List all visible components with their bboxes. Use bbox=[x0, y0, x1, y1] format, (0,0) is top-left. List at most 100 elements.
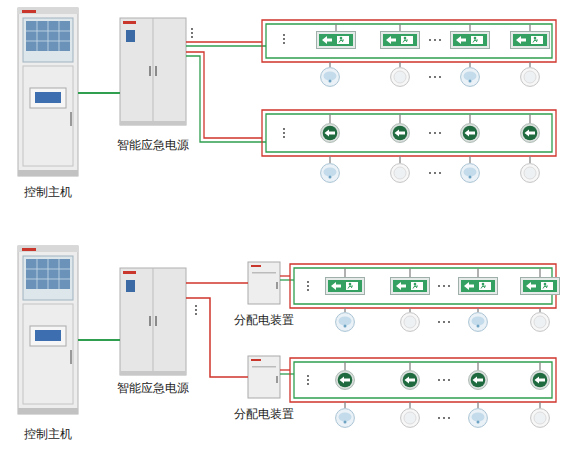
green-wire-loop bbox=[294, 362, 552, 398]
box-handle bbox=[276, 376, 278, 383]
continuation-dots bbox=[191, 28, 450, 419]
ceiling-light bbox=[321, 68, 340, 87]
node-label: 分配电装置 bbox=[234, 313, 294, 328]
red-wire-loop bbox=[290, 264, 556, 308]
ceiling-light bbox=[531, 409, 550, 428]
ceiling-light bbox=[469, 313, 488, 332]
monitor-screen bbox=[26, 21, 70, 51]
power-cabinet-drawing bbox=[120, 18, 186, 125]
red-wire bbox=[280, 369, 290, 370]
ceiling-light bbox=[521, 68, 540, 87]
red-wire-loop bbox=[262, 20, 556, 62]
caption-holder: 控制主机 bbox=[24, 427, 72, 442]
ceiling-light bbox=[391, 68, 410, 87]
cabinet-badge bbox=[22, 10, 36, 13]
dot bbox=[448, 417, 450, 419]
cabinet-base bbox=[18, 170, 78, 176]
dot bbox=[307, 281, 309, 283]
cable-connector bbox=[78, 339, 120, 341]
dot bbox=[443, 285, 445, 287]
red-wire bbox=[186, 41, 262, 42]
exit-sign bbox=[317, 32, 356, 49]
dot bbox=[438, 285, 440, 287]
dot bbox=[283, 34, 285, 36]
cabinet-base bbox=[120, 121, 186, 125]
control-cabinet: 控制主机 bbox=[18, 246, 78, 414]
door-handle bbox=[155, 66, 157, 76]
display-unit bbox=[30, 326, 66, 346]
display-unit bbox=[30, 88, 66, 108]
caption-holder: 智能应急电源 bbox=[117, 138, 189, 153]
dot bbox=[307, 375, 309, 377]
dot bbox=[307, 379, 309, 381]
floor-marker-light bbox=[336, 371, 355, 390]
caption-holder: 分配电装置 bbox=[234, 407, 294, 422]
floor-marker-light bbox=[391, 124, 410, 143]
dot bbox=[443, 321, 445, 323]
power-cabinet: 智能应急电源 bbox=[120, 268, 186, 375]
drop-wire bbox=[336, 24, 530, 31]
door-handle bbox=[70, 112, 72, 126]
control-cabinet: 控制主机 bbox=[18, 8, 78, 176]
dot bbox=[439, 132, 441, 134]
green-wire bbox=[280, 373, 294, 374]
dot bbox=[448, 379, 450, 381]
dot bbox=[283, 38, 285, 40]
green-wire bbox=[186, 56, 266, 142]
control-cabinet-drawing bbox=[18, 8, 78, 176]
power-cabinet-drawing bbox=[120, 268, 186, 375]
door-handle bbox=[70, 350, 72, 364]
cabinet-body bbox=[18, 246, 78, 414]
cabinet-screen bbox=[126, 280, 135, 292]
cabinet-body bbox=[18, 8, 78, 176]
dot bbox=[429, 172, 431, 174]
box-body bbox=[248, 262, 280, 304]
dot bbox=[283, 132, 285, 134]
exit-sign bbox=[459, 278, 498, 295]
dot bbox=[191, 32, 193, 34]
caption-holder: 智能应急电源 bbox=[117, 381, 189, 396]
green-wire-loop bbox=[266, 114, 552, 152]
door-split bbox=[153, 18, 154, 125]
node-label: 分配电装置 bbox=[234, 407, 294, 422]
red-wire-loop bbox=[262, 110, 556, 156]
dot bbox=[434, 76, 436, 78]
dot bbox=[191, 36, 193, 38]
cabinet-badge bbox=[22, 248, 36, 251]
ceiling-light bbox=[401, 409, 420, 428]
exit-sign bbox=[511, 32, 550, 49]
box-plate bbox=[252, 366, 276, 368]
node-label: 智能应急电源 bbox=[117, 381, 189, 396]
green-wire-loop bbox=[266, 24, 552, 58]
dot bbox=[438, 321, 440, 323]
distribution-box-drawing bbox=[248, 356, 280, 398]
floor-marker-light bbox=[521, 124, 540, 143]
dot bbox=[283, 128, 285, 130]
dot bbox=[434, 39, 436, 41]
dot bbox=[443, 417, 445, 419]
floor-marker-light bbox=[469, 371, 488, 390]
dot bbox=[191, 28, 193, 30]
drop-wire bbox=[345, 362, 540, 370]
distribution-box: 分配电装置 bbox=[248, 356, 280, 398]
display-screen bbox=[35, 92, 61, 103]
monitor-panel bbox=[23, 256, 73, 300]
dot bbox=[195, 313, 197, 315]
glass-door bbox=[23, 66, 73, 166]
cabinet-screen bbox=[126, 30, 135, 42]
dot bbox=[439, 39, 441, 41]
green-wire-loop bbox=[294, 268, 552, 304]
wiring bbox=[186, 20, 556, 163]
monitor-grid bbox=[26, 259, 70, 289]
drop-wire bbox=[330, 156, 530, 163]
dot bbox=[439, 172, 441, 174]
exit-sign bbox=[381, 32, 420, 49]
exit-sign bbox=[391, 278, 430, 295]
red-wire-loop bbox=[290, 358, 556, 402]
drop-wire bbox=[345, 268, 540, 277]
dot bbox=[438, 417, 440, 419]
dot bbox=[307, 383, 309, 385]
box-handle bbox=[276, 282, 278, 289]
drop-wire bbox=[345, 308, 540, 312]
